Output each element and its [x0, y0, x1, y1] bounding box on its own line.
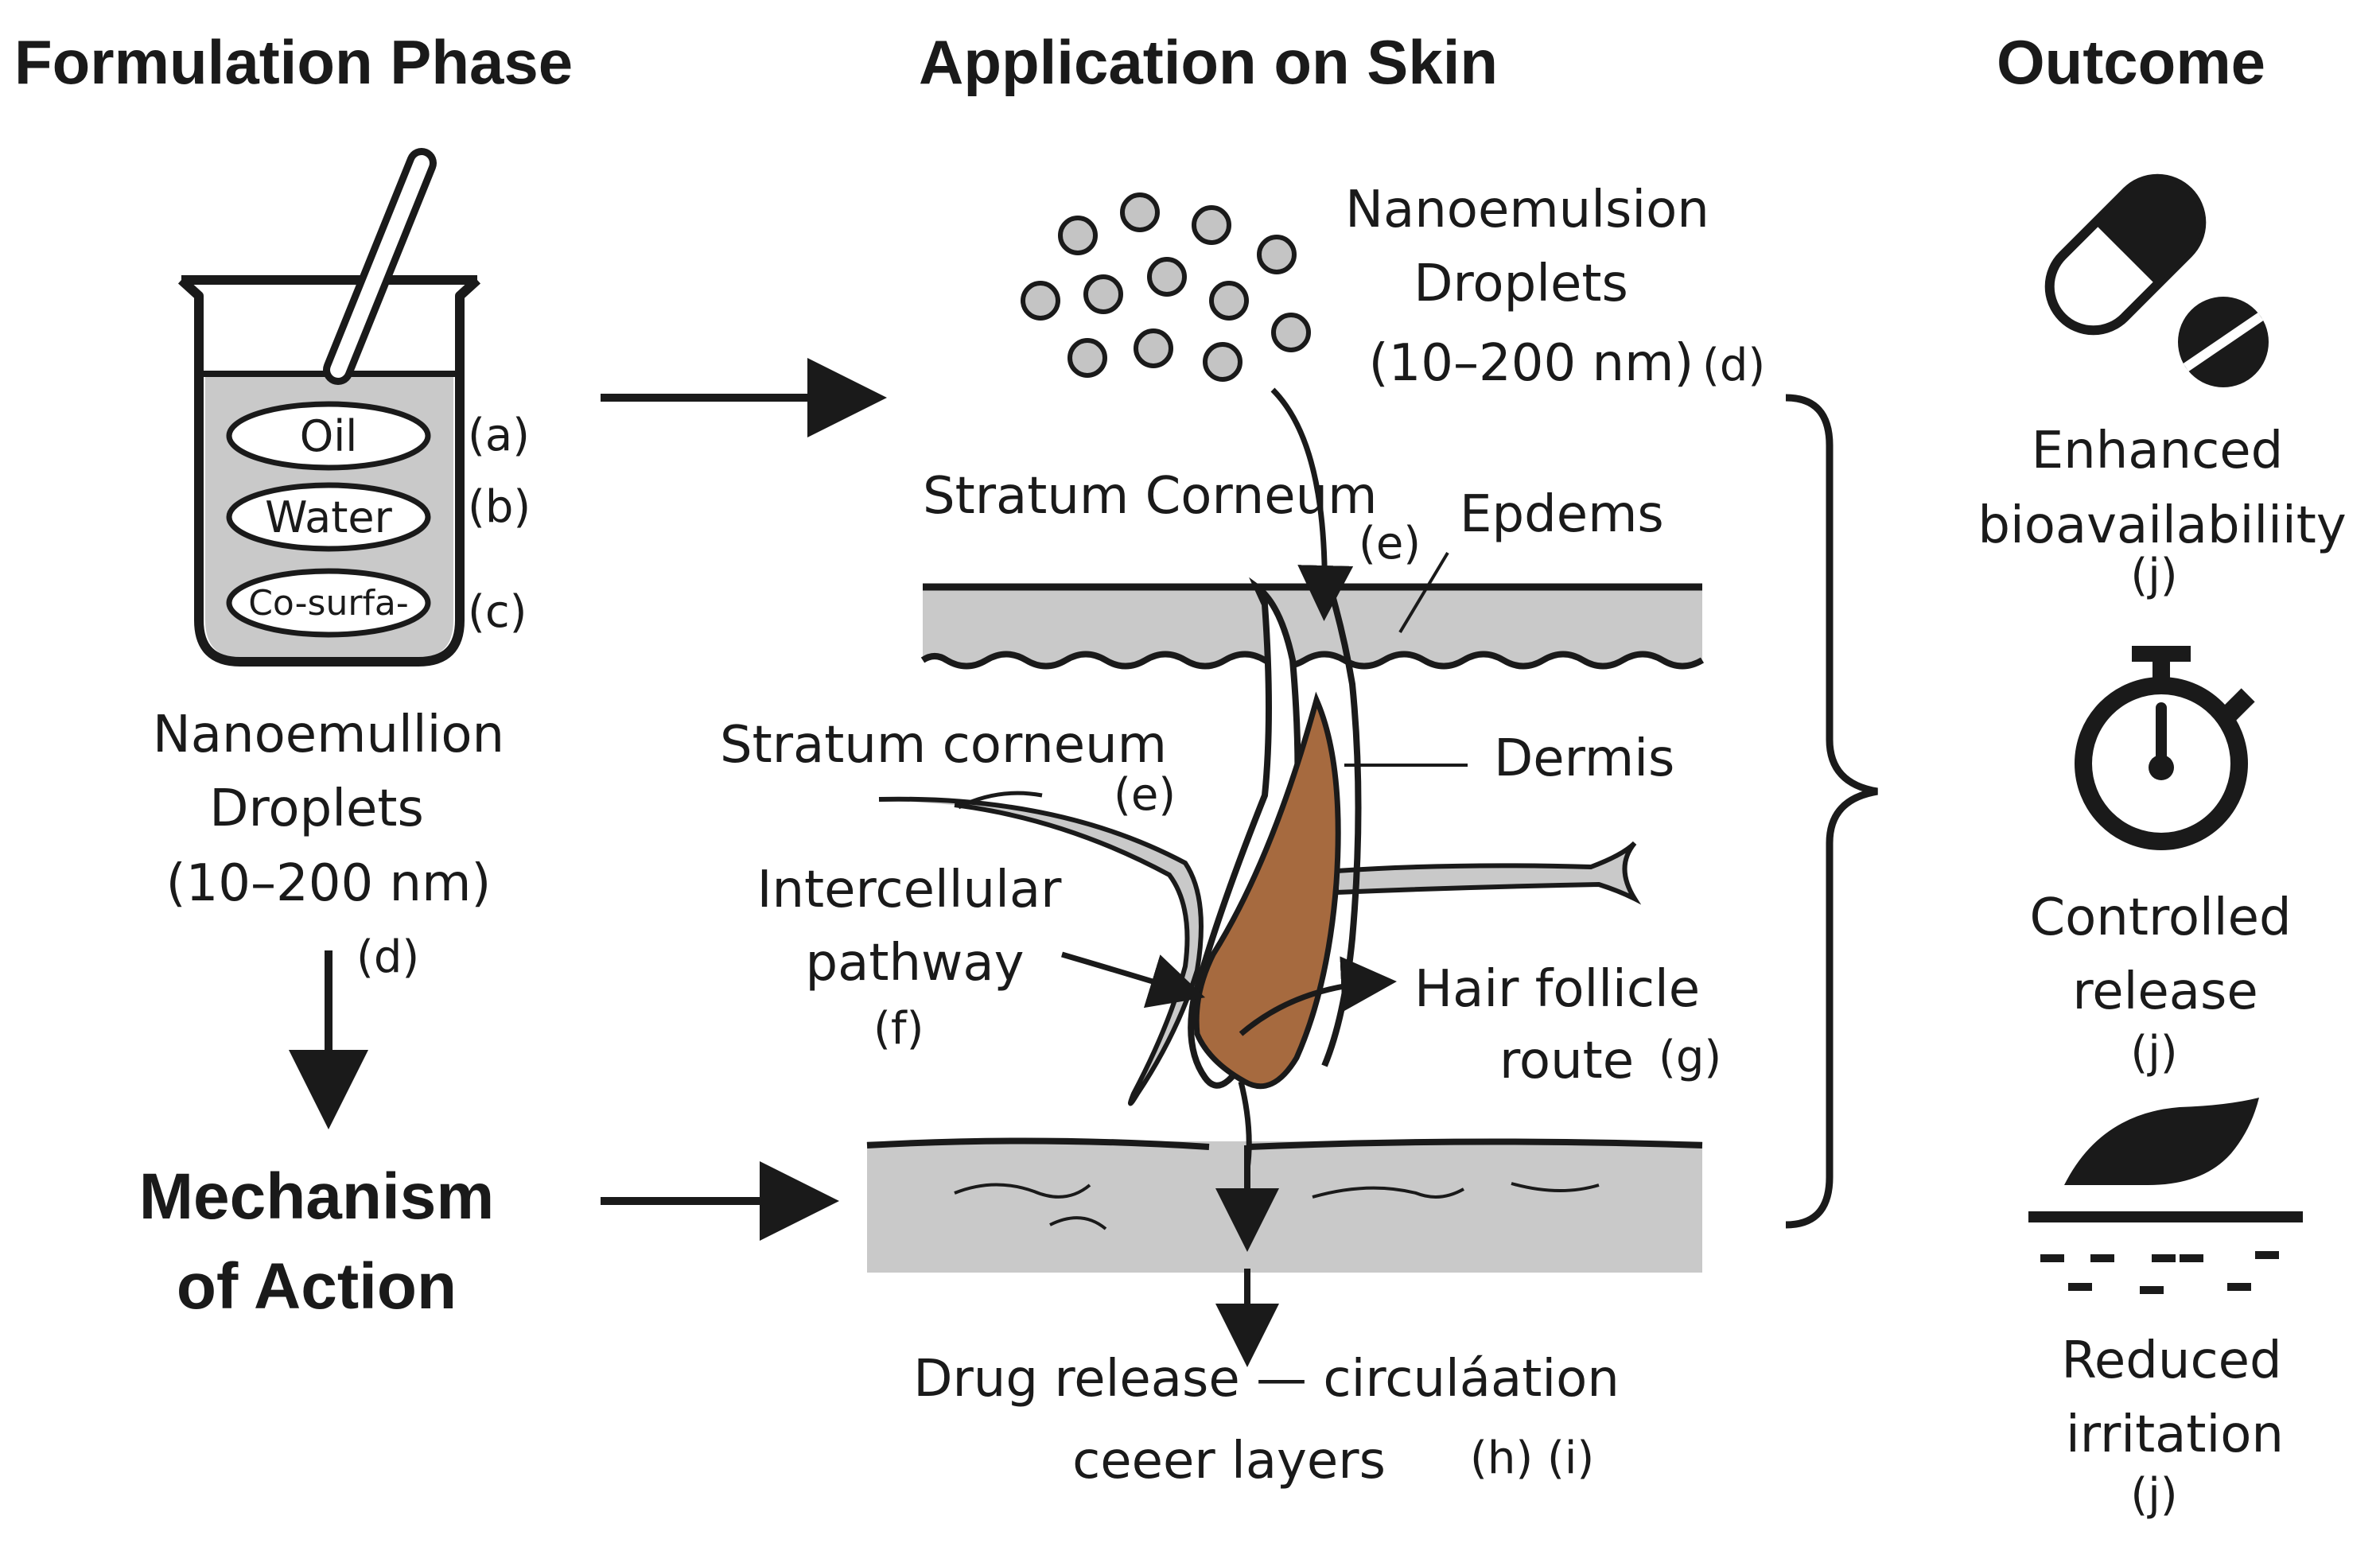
outcome-brace: [1785, 394, 1878, 1229]
header-formulation: Formulation Phase: [14, 27, 573, 97]
epidermis-layer: [920, 583, 1705, 670]
header-application: Application on Skin: [919, 27, 1498, 97]
intercellular-tag: (f): [873, 1003, 924, 1055]
dermis-label: Dermis: [1494, 729, 1674, 788]
nanoemulsion-droplets-icon: [1021, 192, 1311, 382]
intercellular-arrow: [1061, 951, 1206, 1009]
component-label-oil: Oil: [300, 411, 358, 461]
stratum-corneum-top-tag: (e): [1359, 518, 1421, 569]
outcome-1-tag: (j): [2130, 550, 2177, 601]
intercellular-line1: Intercellular: [757, 861, 1063, 919]
outcome-3-line2: irritation: [2066, 1405, 2284, 1464]
component-pill-water: Water: [226, 482, 431, 552]
outcome-2-tag: (j): [2130, 1027, 2177, 1079]
stratum-corneum-lower-label: Stratum corneum: [720, 716, 1167, 775]
component-label-cosurfactant: Co-surfa-: [248, 583, 409, 624]
component-pill-oil: Oil: [226, 401, 431, 471]
outcome-1-line2: bioavailabiliity: [1978, 496, 2346, 555]
follicle-route-arrow: [1239, 956, 1397, 1036]
component-tag-a: (a): [468, 410, 530, 461]
component-pill-cosurfactant: Co-surfa-: [226, 568, 431, 638]
follicle-route-line2: route: [1499, 1032, 1634, 1090]
leaf-skin-icon: [2028, 1098, 2303, 1294]
application-droplets-tag: (d): [1702, 340, 1765, 391]
epidermis-label: Epdems: [1460, 485, 1664, 544]
mechanism-line2: of Action: [177, 1250, 457, 1323]
capsule-pill-icon: [2044, 173, 2269, 387]
mechanism-line1: Mechanism: [139, 1160, 495, 1233]
application-droplets-line2: Droplets: [1414, 255, 1628, 313]
outcome-3-tag: (j): [2130, 1469, 2177, 1521]
stratum-corneum-lower-tag: (e): [1114, 769, 1176, 821]
stopwatch-icon: [2075, 646, 2255, 850]
component-tag-c: (c): [468, 586, 527, 638]
application-droplets-line1: Nanoemulsion: [1345, 181, 1709, 239]
formulation-droplets-line3: (10–200 nm): [166, 854, 492, 913]
outcome-2-line1: Controlled: [2029, 888, 2291, 947]
outcome-1-line1: Enhanced: [2032, 422, 2284, 480]
drug-release-line2: ceeer layers: [1072, 1432, 1386, 1491]
subcutaneous-layer: [866, 1137, 1703, 1273]
follicle-route-line1: Hair follicle: [1414, 960, 1700, 1019]
outcome-2-line2: release: [2072, 962, 2258, 1021]
epidermis-leader: [1398, 551, 1449, 634]
follicle-route-tag: (g): [1659, 1032, 1721, 1083]
vessel-branch-right: [1334, 841, 1642, 905]
hair-follicle-icon: [1188, 577, 1362, 1170]
outcome-3-line1: Reduced: [2061, 1331, 2281, 1390]
component-label-water: Water: [265, 492, 392, 542]
droplet-entry-arrow: [1270, 387, 1354, 621]
drug-release-line1: Drug release — circuláation: [913, 1350, 1620, 1409]
formulation-droplets-line1: Nanoemullion: [153, 705, 504, 764]
stirring-rod-icon: [323, 148, 437, 385]
intercellular-line2: pathway: [806, 934, 1025, 993]
header-outcome: Outcome: [1997, 27, 2265, 97]
application-droplets-line3: (10–200 nm): [1369, 334, 1694, 393]
formulation-droplets-tag: (d): [356, 931, 419, 983]
stratum-corneum-top-label: Stratum Corneum: [923, 467, 1377, 526]
drug-release-tags: (h) (i): [1470, 1432, 1594, 1484]
vessel-branch-left: [878, 791, 1204, 1106]
formulation-droplets-line2: Droplets: [209, 779, 424, 838]
component-tag-b: (b): [468, 481, 531, 533]
